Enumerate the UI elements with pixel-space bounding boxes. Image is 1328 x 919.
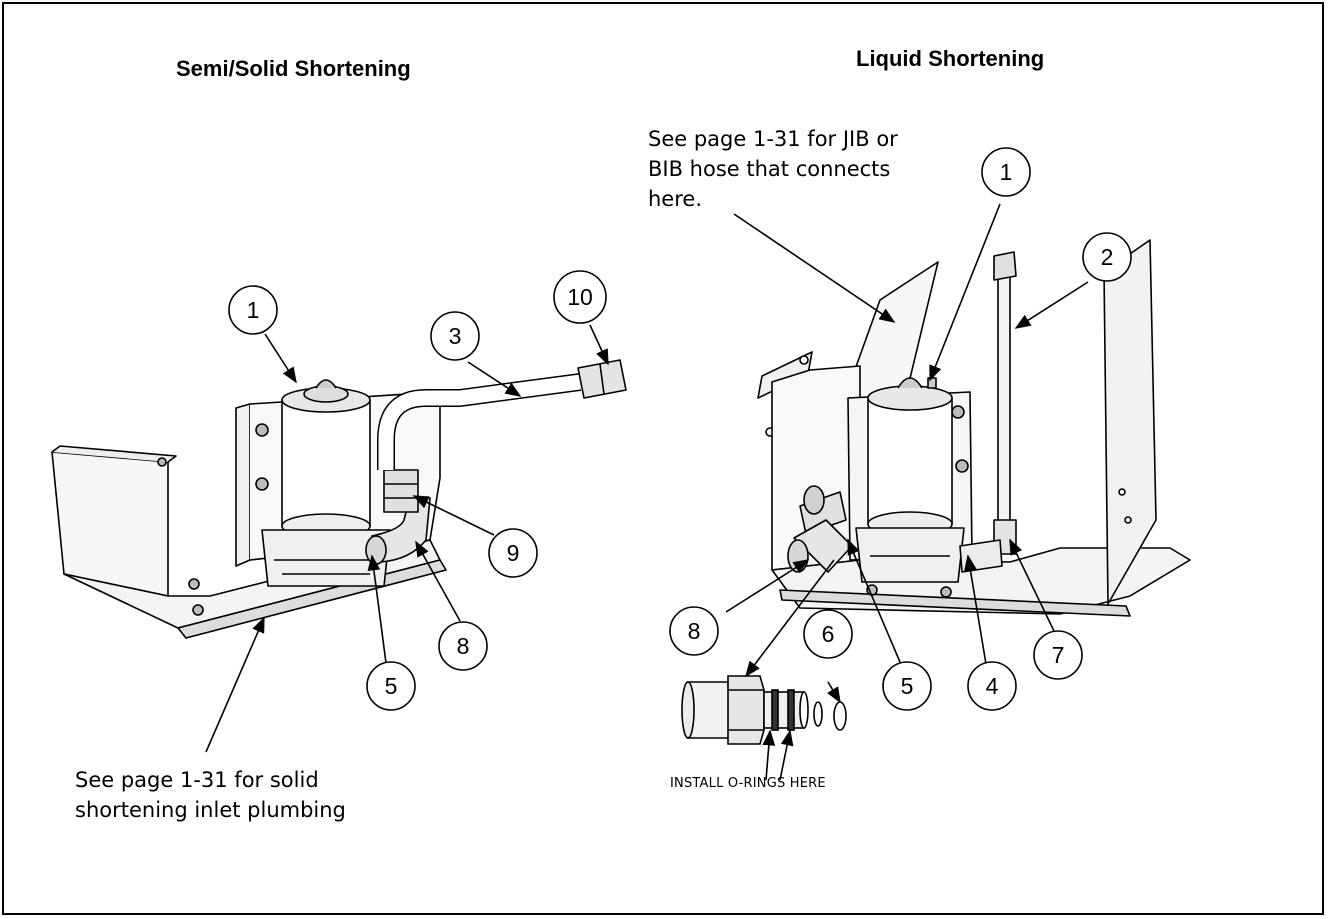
callout-right-8: 8: [669, 606, 719, 656]
callout-left-5: 5: [366, 661, 416, 711]
callout-right-6: 6: [803, 609, 853, 659]
jib-note-line-1: See page 1-31 for JIB or: [648, 127, 898, 151]
solid-pump-assembly: [51, 359, 627, 639]
liquid-pump-assembly: [757, 239, 1191, 617]
solid-note-line-2: shortening inlet plumbing: [75, 798, 346, 822]
callout-right-1-label: 1: [1000, 159, 1013, 185]
callout-left-5-label: 5: [385, 673, 398, 699]
heading-liquid: Liquid Shortening: [856, 46, 1045, 71]
callout-right-4: 4: [967, 661, 1017, 711]
callout-right-7: 7: [1033, 630, 1083, 680]
callout-right-7-label: 7: [1052, 642, 1065, 668]
jib-note-line-3: here.: [648, 187, 702, 211]
callout-left-9-label: 9: [507, 540, 520, 566]
callout-left-9: 9: [488, 528, 538, 578]
callout-left-1-label: 1: [247, 297, 260, 323]
callout-right-5-label: 5: [901, 673, 914, 699]
callout-right-2: 2: [1082, 232, 1132, 282]
callout-left-1: 1: [228, 285, 278, 335]
callout-right-1: 1: [981, 147, 1031, 197]
jib-note-line-2: BIB hose that connects: [648, 157, 891, 181]
install-orings-note: INSTALL O-RINGS HERE: [670, 776, 826, 791]
leader-lines: [205, 203, 1089, 781]
callout-left-8: 8: [438, 621, 488, 671]
callout-left-3-label: 3: [449, 323, 462, 349]
callout-left-3: 3: [430, 311, 480, 361]
callout-right-8-label: 8: [688, 618, 701, 644]
callout-left-8-label: 8: [457, 633, 470, 659]
callout-left-10: 10: [553, 270, 607, 324]
heading-semi-solid: Semi/Solid Shortening: [176, 56, 411, 81]
jib-bib-note: See page 1-31 for JIB or BIB hose that c…: [648, 124, 898, 214]
solid-note-line-1: See page 1-31 for solid: [75, 768, 319, 792]
callout-right-2-label: 2: [1101, 244, 1114, 270]
callout-right-4-label: 4: [986, 673, 999, 699]
callout-left-10-label: 10: [567, 284, 593, 310]
callout-right-6-label: 6: [822, 621, 835, 647]
solid-inlet-note: See page 1-31 for solid shortening inlet…: [75, 765, 346, 825]
callout-right-5: 5: [882, 661, 932, 711]
quick-connect-fitting: [681, 675, 847, 745]
